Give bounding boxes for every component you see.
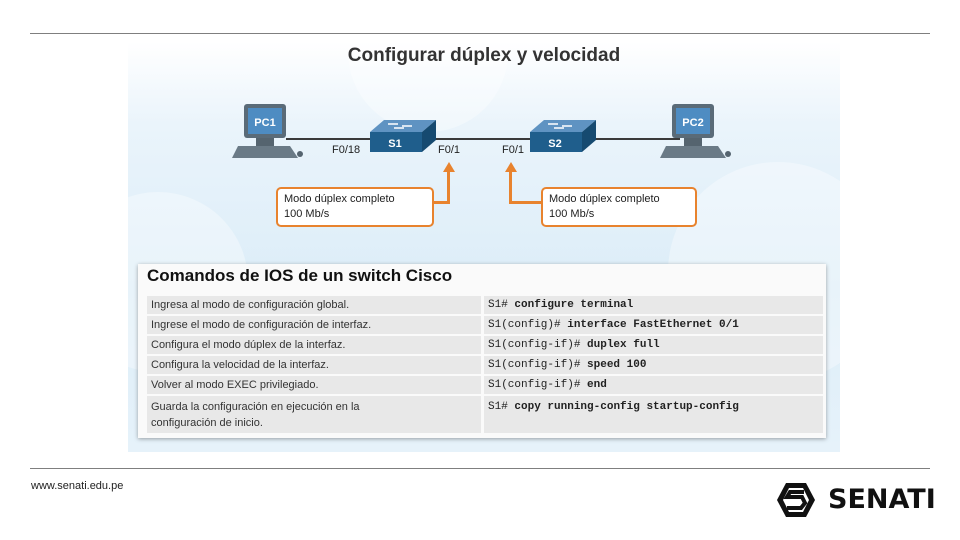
top-divider <box>30 33 930 34</box>
row-description: Ingresa al modo de configuración global. <box>147 296 481 314</box>
command-text: configure terminal <box>514 299 634 311</box>
arrow-shaft <box>447 172 450 204</box>
row-description: Volver al modo EXEC privilegiado. <box>147 376 481 394</box>
callout-s2: Modo dúplex completo 100 Mb/s <box>541 187 697 227</box>
footer-url: www.senati.edu.pe <box>31 480 124 492</box>
row-description: Configura la velocidad de la interfaz. <box>147 356 481 374</box>
row-command: S1(config)# interface FastEthernet 0/1 <box>481 316 823 334</box>
command-prompt: S1(config-if)# <box>488 379 581 391</box>
command-text: copy running-config startup-config <box>514 401 739 413</box>
commands-panel: Comandos de IOS de un switch Cisco Ingre… <box>138 264 826 438</box>
callout-s1-line1: Modo dúplex completo <box>284 193 395 205</box>
row-command: S1(config-if)# duplex full <box>481 336 823 354</box>
commands-table: Ingresa al modo de configuración global.… <box>147 294 823 435</box>
callout-s2-line2: 100 Mb/s <box>549 208 595 220</box>
command-prompt: S1(config-if)# <box>488 359 581 371</box>
command-text: speed 100 <box>587 359 647 371</box>
s1-label: S1 <box>388 138 401 150</box>
command-prompt: S1# <box>488 299 508 311</box>
slide-image: Configurar dúplex y velocidad PC1 S1 S2 … <box>128 42 840 452</box>
pc1-computer-icon: PC1 <box>232 104 303 158</box>
table-row: Configura la velocidad de la interfaz. S… <box>147 356 823 374</box>
link-s1-s2 <box>434 138 534 140</box>
callout-s1-line2: 100 Mb/s <box>284 208 330 220</box>
arrow-shaft <box>509 201 544 204</box>
row-description: Configura el modo dúplex de la interfaz. <box>147 336 481 354</box>
row-command: S1(config-if)# end <box>481 376 823 394</box>
s2-label: S2 <box>548 138 561 150</box>
link-s2-pc2 <box>588 138 680 140</box>
senati-emblem-icon <box>777 483 815 517</box>
arrow-up-icon <box>443 162 455 172</box>
callout-s1: Modo dúplex completo 100 Mb/s <box>276 187 434 227</box>
command-text: end <box>587 379 607 391</box>
table-row: Configura el modo dúplex de la interfaz.… <box>147 336 823 354</box>
row-command: S1# copy running-config startup-config <box>481 396 823 433</box>
row-command: S1# configure terminal <box>481 296 823 314</box>
arrow-up-icon <box>505 162 517 172</box>
row-description: Ingrese el modo de configuración de inte… <box>147 316 481 334</box>
switch-s1-icon: S1 <box>370 120 436 152</box>
row-description-line1: Guarda la configuración en ejecución en … <box>151 401 360 413</box>
bottom-divider <box>30 468 930 469</box>
port-label-s2-f01: F0/1 <box>502 144 525 156</box>
port-label-s1-f01: F0/1 <box>438 144 461 156</box>
senati-logo: SENATI <box>776 482 936 518</box>
pc2-computer-icon: PC2 <box>660 104 731 158</box>
row-command: S1(config-if)# speed 100 <box>481 356 823 374</box>
row-description: Guarda la configuración en ejecución en … <box>147 396 481 433</box>
table-row: Ingrese el modo de configuración de inte… <box>147 316 823 334</box>
table-row: Ingresa al modo de configuración global.… <box>147 296 823 314</box>
command-text: interface FastEthernet 0/1 <box>567 319 739 331</box>
table-row: Guarda la configuración en ejecución en … <box>147 396 823 433</box>
logo-text: SENATI <box>828 484 936 515</box>
pc2-label: PC2 <box>682 117 703 129</box>
switch-s2-icon: S2 <box>530 120 596 152</box>
slide-title: Configurar dúplex y velocidad <box>347 45 621 66</box>
link-pc1-s1 <box>286 138 396 140</box>
port-label-s1-f018: F0/18 <box>332 144 361 156</box>
table-row: Volver al modo EXEC privilegiado. S1(con… <box>147 376 823 394</box>
row-description-line2: configuración de inicio. <box>151 417 263 429</box>
commands-title: Comandos de IOS de un switch Cisco <box>147 266 453 285</box>
command-text: duplex full <box>587 339 660 351</box>
arrow-shaft <box>430 201 450 204</box>
command-prompt: S1(config)# <box>488 319 561 331</box>
command-prompt: S1# <box>488 401 508 413</box>
command-prompt: S1(config-if)# <box>488 339 581 351</box>
pc1-label: PC1 <box>254 117 275 129</box>
arrow-shaft <box>509 172 512 204</box>
callout-s2-line1: Modo dúplex completo <box>549 193 660 205</box>
